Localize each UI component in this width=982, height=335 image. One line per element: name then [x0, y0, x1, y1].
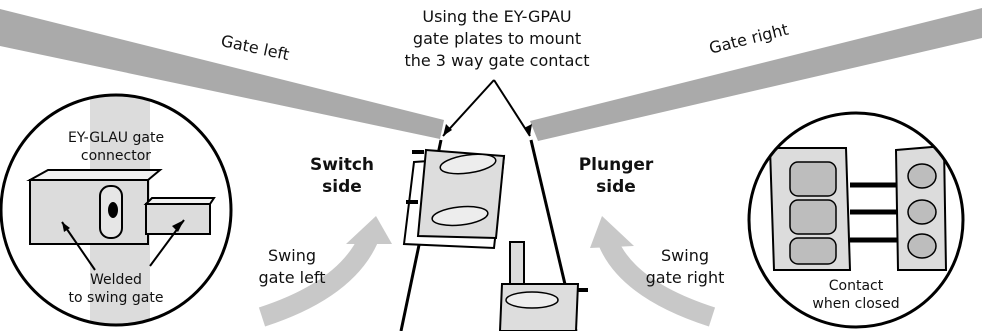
- connector-label-2: connector: [81, 148, 151, 164]
- plunger-device: [498, 241, 588, 332]
- title-line-2: gate plates to mount: [413, 29, 581, 48]
- swing-left-label-1: Swing: [268, 246, 316, 265]
- switch-device: [402, 148, 506, 250]
- gate-left-bar: [0, 9, 444, 139]
- contact-inset: [747, 111, 965, 329]
- callout-line-right: [493, 79, 531, 137]
- swing-right-arrowhead: [590, 216, 634, 248]
- gate-left-label: Gate left: [219, 31, 291, 64]
- switch-side-label-1: Switch: [310, 155, 374, 175]
- switch-side-label-2: side: [322, 177, 362, 197]
- gate-right-label: Gate right: [707, 20, 790, 58]
- welded-label-2: to swing gate: [69, 290, 164, 306]
- swing-right-label-2: gate right: [646, 268, 725, 287]
- contact-label-1: Contact: [829, 278, 884, 294]
- swing-left-arrowhead: [346, 216, 392, 244]
- swing-left-arrow: [258, 235, 378, 327]
- title-line-3: the 3 way gate contact: [404, 51, 589, 70]
- swing-right-arrow: [598, 237, 716, 327]
- plunger-side-label-2: side: [596, 177, 636, 197]
- gate-right-bar: [530, 8, 982, 141]
- callout-line-left: [442, 79, 495, 137]
- contact-label-2: when closed: [812, 296, 899, 312]
- connector-inset: [0, 93, 233, 327]
- connector-label-1: EY-GLAU gate: [68, 130, 164, 146]
- swing-right-label-1: Swing: [661, 246, 709, 265]
- title-line-1: Using the EY-GPAU: [422, 7, 571, 26]
- welded-label-1: Welded: [90, 272, 142, 288]
- plunger-side-label-1: Plunger: [579, 155, 654, 175]
- swing-left-label-2: gate left: [258, 268, 325, 287]
